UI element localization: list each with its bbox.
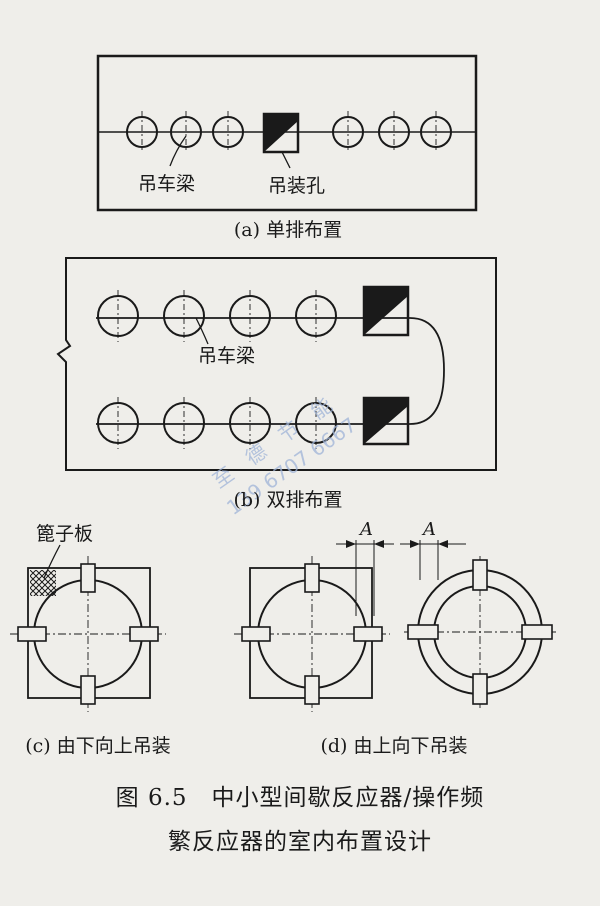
dimension-a-left: A	[336, 519, 394, 616]
reactor-shell	[163, 295, 205, 337]
panel-b-reactor-bottom	[97, 397, 139, 449]
panel-c-grating-label: 篦子板	[36, 523, 93, 545]
panel-b-reactor-top	[97, 290, 139, 342]
panel-a-frame	[96, 54, 478, 212]
dimension-a-left-label: A	[358, 519, 373, 540]
reactor-shell	[97, 402, 139, 444]
panel-b-reactor-bottom	[163, 397, 205, 449]
panel-b-reactor-top	[229, 290, 271, 342]
panel-d-reactor-square	[234, 556, 390, 712]
panel-a-reactor	[378, 111, 410, 153]
reactor-layout-figure: 吊车梁 吊装孔 (a) 单排布置 吊车梁 至 德 节 能 139 6707 66…	[10, 54, 556, 757]
support-lug-left	[17, 626, 47, 642]
panel-b-crane-beam	[96, 317, 445, 425]
panel-a-hoist-hole	[262, 112, 300, 154]
support-lug-left	[241, 626, 271, 642]
support-lug-left	[407, 624, 439, 640]
support-lug-top	[472, 559, 488, 591]
panel-b-double-row: 吊车梁 至 德 节 能 139 6707 6667 (b) 双排布置	[56, 257, 497, 520]
panel-a-hole-leader	[281, 151, 291, 169]
panel-a-reactor	[420, 111, 452, 153]
grating-hatch	[30, 570, 56, 596]
panel-b-reactors	[97, 290, 337, 449]
support-lug-top	[80, 563, 96, 593]
figure-caption-line1: 图 6.5 中小型间歇反应器/操作频	[115, 785, 485, 811]
panel-c-bottom-up: 篦子板 (c) 由下向上吊装	[10, 523, 171, 757]
panel-d-top-down: A A (d) 由上向下吊装	[234, 519, 556, 757]
panel-c-reactor	[10, 556, 166, 712]
panel-a-reactor	[212, 111, 244, 153]
panel-a-beam-label: 吊车梁	[138, 173, 195, 195]
panel-b-beam-leader	[195, 317, 209, 345]
panel-a-single-row: 吊车梁 吊装孔 (a) 单排布置	[96, 54, 478, 241]
support-lug-right	[129, 626, 159, 642]
dimension-a-right-label: A	[421, 519, 436, 540]
support-lug-right	[353, 626, 383, 642]
panel-b-hoist-hole-bottom	[362, 396, 410, 446]
dimension-a-right: A	[400, 519, 466, 580]
figure-caption-line2: 繁反应器的室内布置设计	[168, 829, 432, 855]
panel-c-caption: (c) 由下向上吊装	[25, 735, 171, 757]
panel-b-reactor-top	[163, 290, 205, 342]
panel-b-frame	[56, 257, 497, 471]
panel-a-hole-label: 吊装孔	[268, 175, 325, 197]
support-lug-bottom	[80, 675, 96, 705]
reactor-shell	[97, 295, 139, 337]
support-lug-bottom	[304, 675, 320, 705]
panel-a-reactor	[126, 111, 158, 153]
panel-a-caption: (a) 单排布置	[234, 219, 342, 241]
panel-a-reactor	[332, 111, 364, 153]
support-lug-right	[521, 624, 553, 640]
panel-a-reactor	[170, 111, 202, 153]
panel-b-hoist-hole-top	[362, 285, 410, 337]
panel-b-reactor-top	[295, 290, 337, 342]
reactor-shell	[229, 295, 271, 337]
panel-c-grating-leader	[43, 544, 61, 579]
panel-a-reactors	[126, 111, 452, 153]
panel-a-beam-leader	[169, 135, 187, 167]
reactor-shell	[163, 402, 205, 444]
panel-b-caption: (b) 双排布置	[233, 489, 342, 511]
panel-d-reactor-ring	[404, 556, 556, 708]
support-lug-bottom	[472, 673, 488, 705]
panel-d-caption: (d) 由上向下吊装	[320, 735, 467, 757]
panel-b-reactor-bottom	[295, 397, 337, 449]
support-lug-top	[304, 563, 320, 593]
reactor-shell	[295, 295, 337, 337]
panel-b-beam-label: 吊车梁	[198, 345, 255, 367]
panel-b-reactor-bottom	[229, 397, 271, 449]
